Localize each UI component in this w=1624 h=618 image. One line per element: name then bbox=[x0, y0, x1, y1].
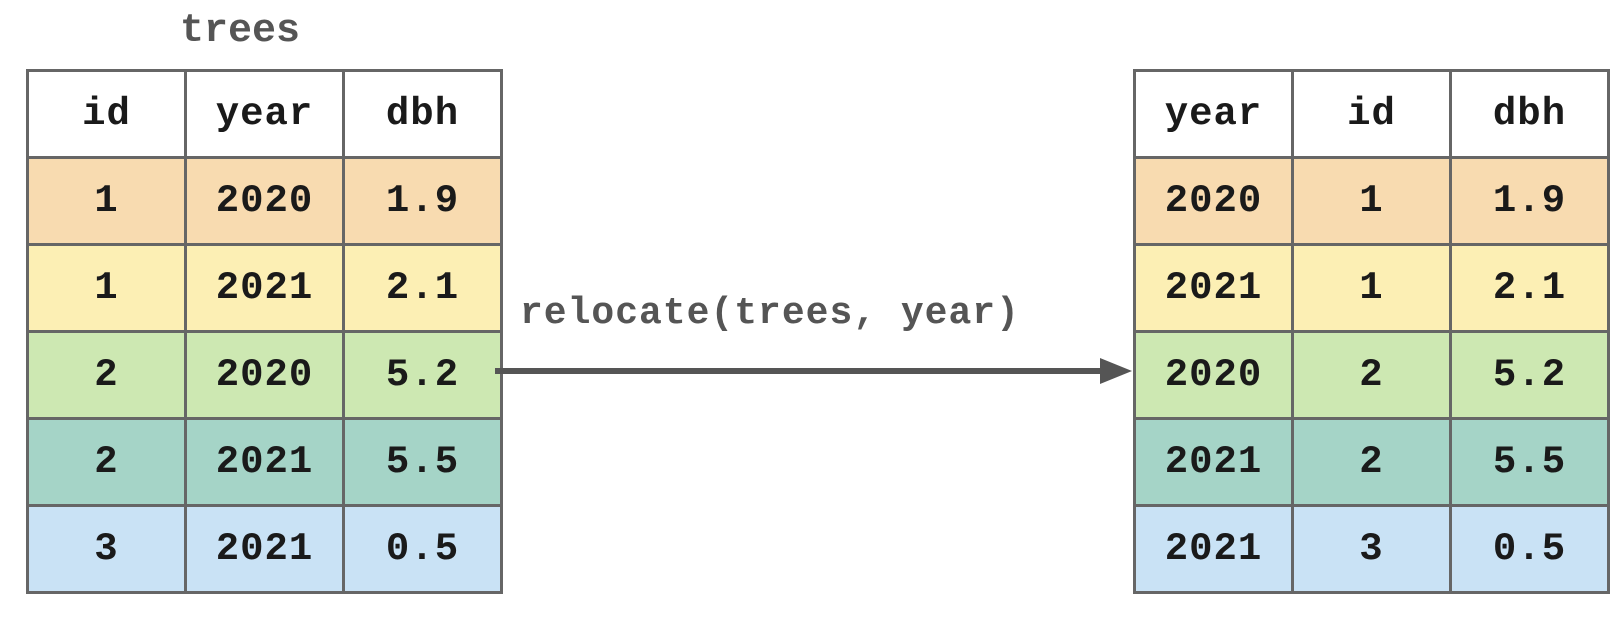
table-cell: 3 bbox=[26, 504, 187, 594]
table-cell: 2021 bbox=[184, 504, 345, 594]
table-cell: 2020 bbox=[1133, 330, 1294, 420]
table-row: 1 2020 1.9 bbox=[26, 156, 503, 246]
header-cell: id bbox=[26, 69, 187, 159]
table-cell: 0.5 bbox=[342, 504, 503, 594]
table-cell: 2020 bbox=[184, 156, 345, 246]
table-cell: 1 bbox=[26, 156, 187, 246]
table-cell: 2021 bbox=[184, 243, 345, 333]
table-row: 2021 1 2.1 bbox=[1133, 243, 1610, 333]
arrow-head bbox=[1100, 358, 1132, 384]
table-row: 2021 2 5.5 bbox=[1133, 417, 1610, 507]
table-cell: 2021 bbox=[1133, 504, 1294, 594]
table-row: 3 2021 0.5 bbox=[26, 504, 503, 594]
table-row: 2 2021 5.5 bbox=[26, 417, 503, 507]
table-row: 2020 1 1.9 bbox=[1133, 156, 1610, 246]
table-cell: 1 bbox=[26, 243, 187, 333]
table-cell: 5.5 bbox=[342, 417, 503, 507]
table-row: 1 2021 2.1 bbox=[26, 243, 503, 333]
left-table-title: trees bbox=[180, 9, 301, 54]
table-cell: 2.1 bbox=[342, 243, 503, 333]
table-cell: 2021 bbox=[1133, 243, 1294, 333]
table-row: 2020 2 5.2 bbox=[1133, 330, 1610, 420]
table-header-row: id year dbh bbox=[26, 69, 503, 159]
header-cell: year bbox=[1133, 69, 1294, 159]
header-cell: dbh bbox=[1449, 69, 1610, 159]
table-cell: 2 bbox=[1291, 417, 1452, 507]
table-cell: 2.1 bbox=[1449, 243, 1610, 333]
header-cell: id bbox=[1291, 69, 1452, 159]
table-row: 2 2020 5.2 bbox=[26, 330, 503, 420]
table-cell: 5.5 bbox=[1449, 417, 1610, 507]
table-cell: 5.2 bbox=[1449, 330, 1610, 420]
table-cell: 5.2 bbox=[342, 330, 503, 420]
table-cell: 1 bbox=[1291, 156, 1452, 246]
table-cell: 2021 bbox=[1133, 417, 1294, 507]
left-table: id year dbh 1 2020 1.9 1 2021 2.1 2 2020… bbox=[26, 69, 503, 594]
table-cell: 2 bbox=[26, 330, 187, 420]
table-cell: 3 bbox=[1291, 504, 1452, 594]
table-cell: 2 bbox=[26, 417, 187, 507]
operation-label: relocate(trees, year) bbox=[520, 292, 1020, 335]
header-cell: dbh bbox=[342, 69, 503, 159]
table-cell: 1 bbox=[1291, 243, 1452, 333]
header-cell: year bbox=[184, 69, 345, 159]
table-cell: 2021 bbox=[184, 417, 345, 507]
table-cell: 1.9 bbox=[1449, 156, 1610, 246]
table-cell: 2020 bbox=[1133, 156, 1294, 246]
table-cell: 1.9 bbox=[342, 156, 503, 246]
table-cell: 2020 bbox=[184, 330, 345, 420]
table-cell: 0.5 bbox=[1449, 504, 1610, 594]
right-table: year id dbh 2020 1 1.9 2021 1 2.1 2020 2… bbox=[1133, 69, 1610, 594]
table-cell: 2 bbox=[1291, 330, 1452, 420]
table-header-row: year id dbh bbox=[1133, 69, 1610, 159]
table-row: 2021 3 0.5 bbox=[1133, 504, 1610, 594]
